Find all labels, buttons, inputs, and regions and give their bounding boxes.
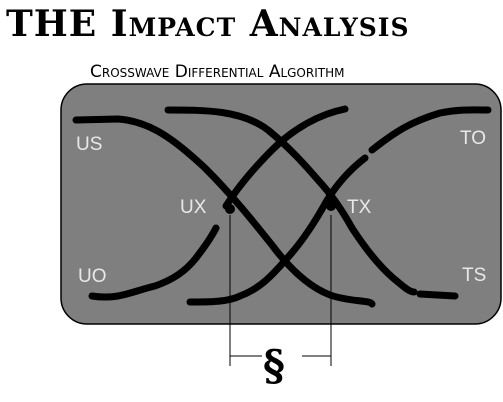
label-ux: UX — [180, 197, 207, 218]
label-us: US — [76, 134, 102, 155]
ux-crossing-point — [225, 204, 235, 214]
label-uo: UO — [78, 266, 107, 287]
label-ts: TS — [462, 265, 486, 286]
curve-uo-to-to — [88, 105, 349, 301]
tx-crossing-point — [326, 201, 336, 211]
page-title: THE Impact Analysis — [6, 3, 410, 45]
label-to: TO — [460, 128, 486, 149]
diagram-subtitle: Crosswave Differential Algorithm — [90, 62, 345, 82]
label-tx: TX — [347, 197, 372, 218]
section-symbol: § — [263, 341, 285, 390]
diagram-panel — [60, 83, 502, 325]
curve-us-to-ts — [72, 115, 376, 308]
